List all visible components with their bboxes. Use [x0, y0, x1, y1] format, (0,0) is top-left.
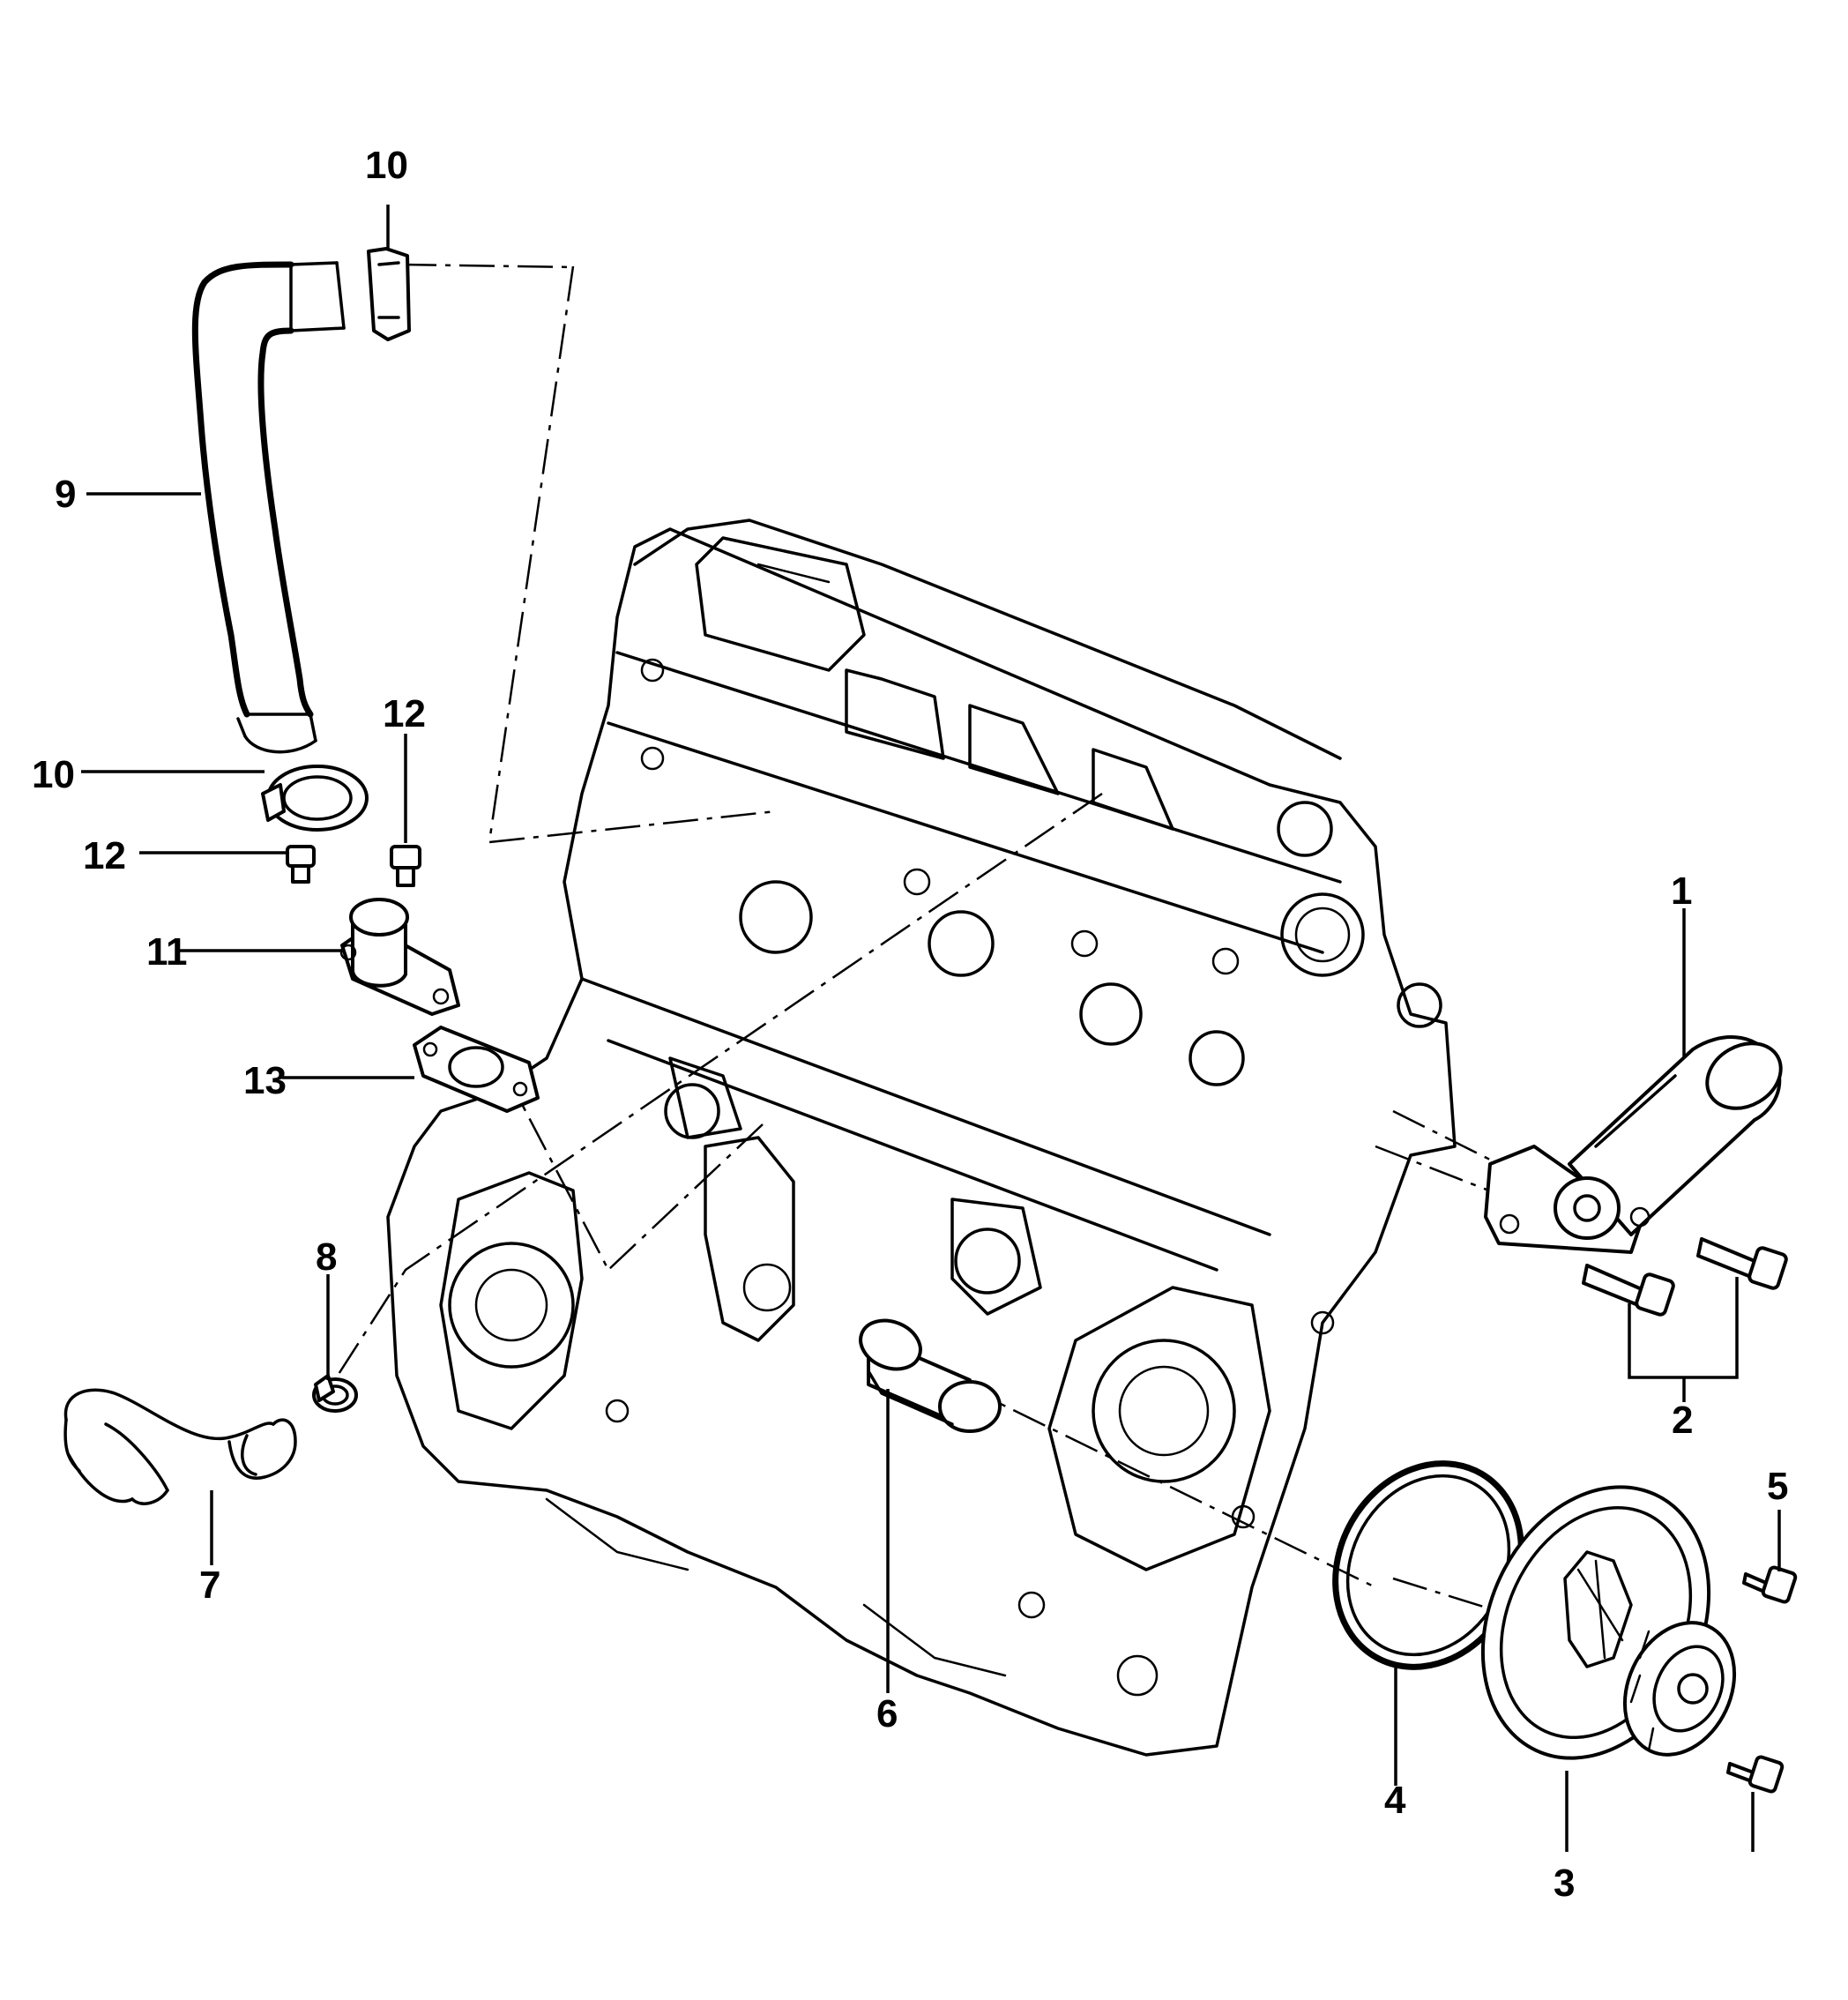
water-pump-bolts — [1726, 1565, 1798, 1794]
callout-7: 7 — [199, 1563, 220, 1607]
callout-10-lower: 10 — [32, 753, 75, 796]
outlet-gasket — [413, 1026, 540, 1113]
callout-1: 1 — [1671, 869, 1692, 913]
upper-hose — [191, 261, 346, 754]
upper-hose-clamp — [367, 247, 411, 341]
water-pump — [1480, 1485, 1737, 1760]
callout-12-upper: 12 — [383, 692, 426, 735]
pipe-sleeve — [859, 1318, 1002, 1433]
callout-11: 11 — [146, 930, 188, 974]
thermostat-bolts — [1582, 1237, 1788, 1317]
water-outlet-housing — [339, 898, 460, 1016]
callout-3: 3 — [1554, 1862, 1575, 1905]
callout-12-lower: 12 — [83, 834, 126, 877]
callout-6: 6 — [876, 1692, 898, 1735]
callout-10-upper: 10 — [365, 144, 408, 187]
callout-9: 9 — [55, 473, 76, 516]
callout-5: 5 — [1767, 1465, 1788, 1508]
leader-lines — [81, 205, 1781, 1852]
lower-hose-clamp — [261, 765, 369, 832]
callout-4: 4 — [1384, 1779, 1406, 1822]
lower-hose-clamp-small — [312, 1374, 358, 1413]
thermostat-housing-bolts — [286, 845, 421, 887]
callout-2: 2 — [1672, 1399, 1693, 1442]
engine-block — [386, 519, 1457, 1757]
callout-13: 13 — [243, 1059, 287, 1102]
alignment-lines — [324, 263, 1535, 1624]
lower-hose — [63, 1388, 297, 1505]
thermostat-housing — [1484, 1035, 1783, 1254]
callout-8: 8 — [316, 1235, 337, 1279]
callout-labels: 1 2 3 4 5 6 7 8 9 10 10 11 12 12 13 — [32, 144, 1788, 1905]
